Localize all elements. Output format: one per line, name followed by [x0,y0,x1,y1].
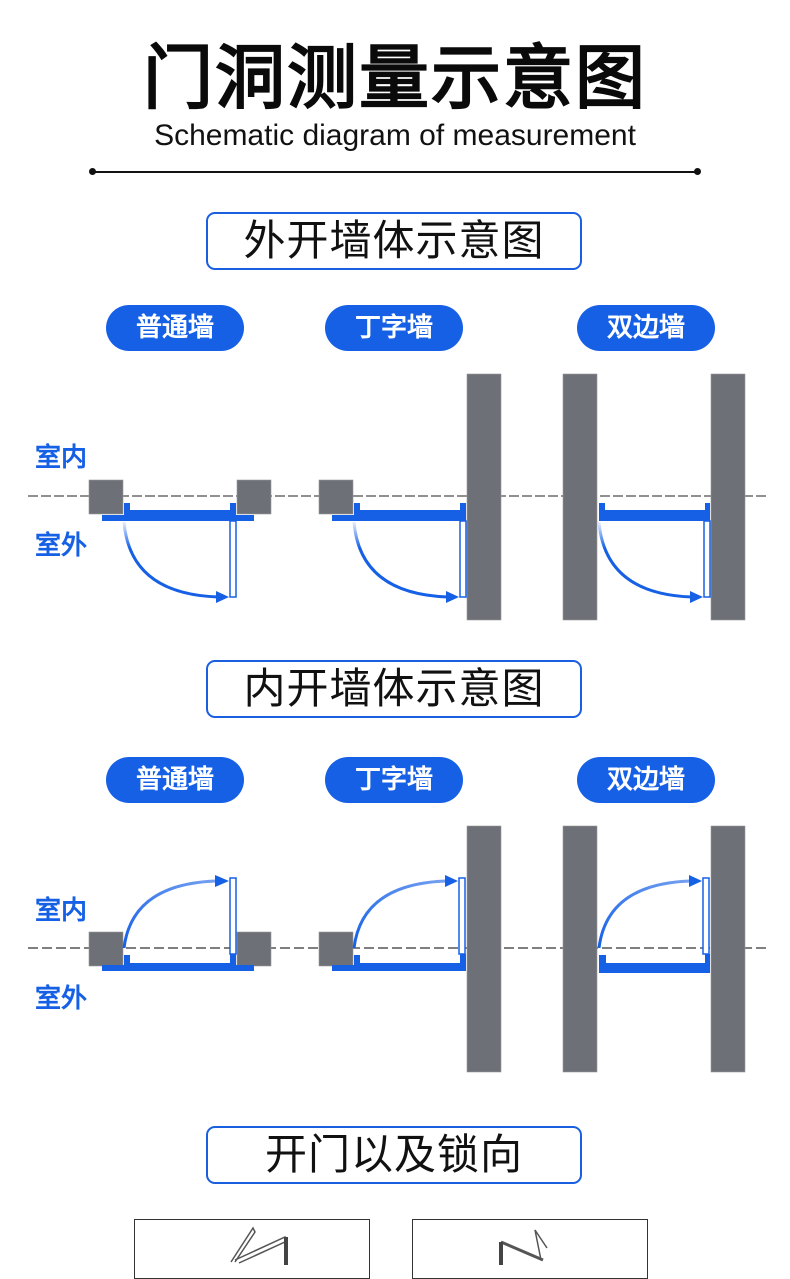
badge-double-wall: 双边墙 [577,757,715,803]
door-leaf [459,520,467,598]
outward-diagram [28,373,768,621]
label-outdoor: 室外 [35,531,88,561]
label-indoor: 室内 [35,443,88,473]
section-title-outward: 外开墙体示意图 [206,212,582,270]
badge-t-wall: 丁字墙 [325,305,463,351]
wall-slab [466,373,502,621]
wall-block-right [236,931,272,967]
normal-wall-inward [88,875,272,971]
arrow-head [215,875,229,887]
label-outdoor: 室外 [35,984,88,1014]
wall-slab-left [562,825,598,1073]
door-leaf [703,520,711,598]
door-illustration-frame-right [412,1219,648,1279]
wall-block-left [318,931,354,967]
arrow-head [446,591,459,603]
double-wall-outward [562,373,746,621]
door-leaf [458,877,466,955]
swing-arc [352,879,447,949]
wall-slab-left [562,373,598,621]
wall-block-left [88,479,124,515]
main-title: 门洞测量示意图 [143,37,647,119]
label-indoor: 室内 [35,896,88,926]
wall-slab-right [710,825,746,1073]
door-illustration-frame-left [134,1219,370,1279]
door-frame [599,963,710,973]
door-leaf [229,877,237,955]
t-wall-inward [318,825,502,1073]
badge-t-wall: 丁字墙 [325,757,463,803]
swing-arc [352,521,449,599]
wall-slab-right [710,373,746,621]
wall-block-left [88,931,124,967]
arrow-head [445,875,458,887]
swing-arc [122,879,217,949]
divider-dot-left [89,168,96,175]
normal-wall-outward [88,479,272,603]
divider-dot-right [694,168,701,175]
subtitle: Schematic diagram of measurement [154,119,636,152]
inward-diagram [28,825,768,1073]
wall-block-right [236,479,272,515]
swing-arc [597,879,691,949]
t-wall-outward [318,373,502,621]
door-frame [599,510,710,521]
wall-block-left [318,479,354,515]
arrow-head [690,591,703,603]
divider-line [92,171,698,173]
open-door-left-icon [230,1226,289,1265]
door-leaf [229,520,237,598]
arrow-head [689,875,702,887]
open-door-right-icon [499,1229,548,1265]
badge-normal-wall: 普通墙 [106,757,244,803]
swing-arc [122,521,219,599]
arrow-head [216,591,229,603]
double-wall-inward [562,825,746,1073]
badge-normal-wall: 普通墙 [106,305,244,351]
door-leaf [702,877,710,955]
section-title-inward: 内开墙体示意图 [206,660,582,718]
badge-double-wall: 双边墙 [577,305,715,351]
swing-arc [597,521,693,599]
section-title-lock-direction: 开门以及锁向 [206,1126,582,1184]
wall-slab [466,825,502,1073]
